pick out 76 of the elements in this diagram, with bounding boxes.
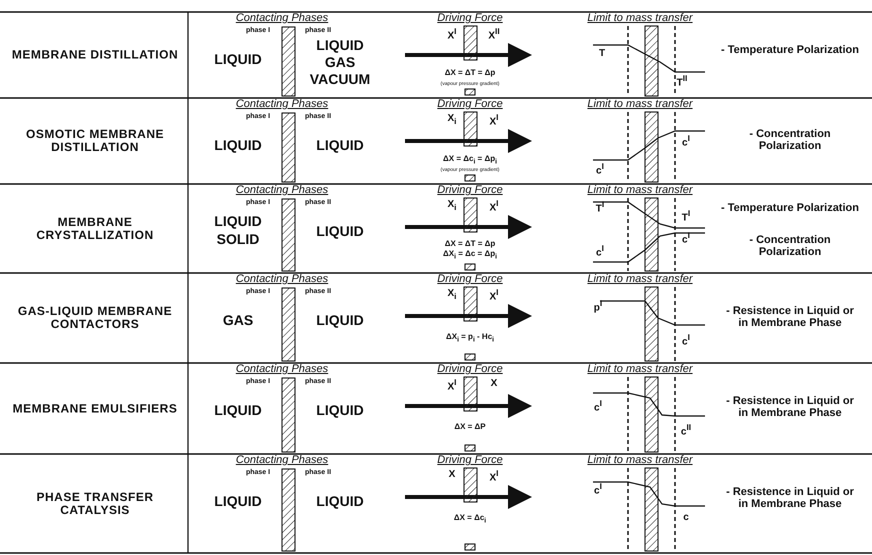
variable-symbol: c$^{I}$	[682, 134, 690, 148]
variable-symbol: X$^{I}$	[490, 469, 498, 484]
limitation-description: - Resistence in Liquid or in Membrane Phase	[725, 486, 855, 510]
column-heading: Contacting Phases	[236, 12, 328, 24]
driving-force-formula: ΔX = Δc$_{i}$	[454, 514, 486, 525]
column-heading: Driving Force	[437, 273, 503, 286]
limitation-description: - Temperature Polarization	[720, 202, 860, 214]
variable-symbol: T$^{I}$	[682, 209, 690, 224]
variable-symbol: c	[683, 512, 689, 523]
driving-force-formula: ΔX = Δc$_{i}$ = Δp$_{i}$	[443, 155, 497, 166]
column-heading: Contacting Phases	[236, 454, 328, 466]
driving-force-formula: ΔX$_{i}$ = Δc = Δp$_{i}$	[443, 250, 497, 261]
row-heading: GAS-LIQUID MEMBRANE CONTACTORS	[16, 304, 174, 332]
driving-force-formula: ΔX$_{i}$ = p$_{i}$ - Hc$_{i}$	[446, 333, 494, 344]
row-heading: MEMBRANE CRYSTALLIZATION	[35, 215, 155, 242]
driving-force-formula: ΔX = ΔP	[454, 423, 486, 432]
variable-symbol: X$_{i}$	[448, 113, 456, 126]
column-heading: Driving Force	[437, 454, 503, 466]
variable-symbol: X$_{i}$	[448, 199, 456, 212]
phase-name: LIQUID	[316, 403, 364, 418]
row-heading: MEMBRANE DISTILLATION	[10, 48, 180, 62]
variable-symbol: c$^{II}$	[680, 423, 692, 438]
phase-name: GAS	[222, 313, 254, 328]
limitation-description: - Concentration Polarization	[748, 128, 832, 152]
phase-name: LIQUID	[214, 214, 262, 230]
column-heading: Limit to mass transfer	[587, 273, 693, 286]
column-heading: Driving Force	[437, 98, 503, 110]
variable-symbol: X$^{I}$	[490, 288, 498, 302]
variable-symbol: X$^{II}$	[488, 27, 500, 42]
limitation-description: - Temperature Polarization	[720, 44, 860, 56]
phase-name: LIQUID	[214, 138, 262, 154]
phase-name: SOLID	[216, 232, 260, 248]
variable-symbol: X$^{I}$	[448, 27, 456, 42]
row-heading: PHASE TRANSFER CATALYSIS	[35, 490, 154, 517]
variable-symbol: c$^{I}$	[682, 333, 690, 348]
variable-symbol: T	[598, 48, 606, 59]
variable-symbol: c$^{I}$	[594, 399, 602, 414]
row-heading: OSMOTIC MEMBRANE DISTILLATION	[25, 128, 165, 154]
phase-name: LIQUID	[316, 494, 364, 510]
variable-symbol: X$_{i}$	[448, 288, 456, 302]
column-heading: Driving Force	[437, 12, 503, 24]
phase-name: LIQUID	[214, 494, 262, 510]
phase-name: GAS	[324, 55, 356, 70]
variable-symbol: X$^{I}$	[490, 113, 498, 128]
variable-symbol: c$^{I}$	[594, 482, 602, 496]
variable-symbol: X	[448, 469, 456, 480]
variable-symbol: X$^{I}$	[490, 199, 498, 214]
column-heading: Contacting Phases	[236, 363, 328, 376]
driving-force-formula: ΔX = ΔT = Δp	[444, 69, 496, 78]
row-heading: MEMBRANE EMULSIFIERS	[12, 402, 178, 416]
driving-force-formula: ΔX = ΔT = Δp	[444, 240, 496, 249]
phase-name: LIQUID	[316, 224, 364, 240]
column-heading: Limit to mass transfer	[587, 12, 693, 24]
phase-name: LIQUID	[316, 138, 364, 154]
column-heading: Contacting Phases	[236, 98, 328, 110]
variable-symbol: T$^{II}$	[676, 74, 688, 88]
limitation-description: - Resistence in Liquid or in Membrane Phase	[725, 394, 855, 420]
phase-name: LIQUID	[316, 38, 364, 54]
column-heading: Limit to mass transfer	[587, 363, 693, 376]
phase-name: LIQUID	[214, 403, 262, 418]
column-heading: Limit to mass transfer	[587, 184, 693, 196]
variable-symbol: c$^{I}$	[596, 162, 604, 176]
phase-name: LIQUID	[214, 52, 262, 68]
column-heading: Limit to mass transfer	[587, 454, 693, 466]
variable-symbol: c$^{I}$	[596, 244, 604, 258]
limitation-description: - Concentration Polarization	[748, 234, 832, 258]
column-heading: Contacting Phases	[236, 273, 328, 286]
column-heading: Contacting Phases	[236, 184, 328, 196]
phase-name: LIQUID	[316, 313, 364, 328]
column-heading: Driving Force	[437, 363, 503, 376]
limitation-description: - Resistence in Liquid or in Membrane Phase	[725, 304, 855, 330]
column-heading: Driving Force	[437, 184, 503, 196]
variable-symbol: X	[490, 378, 498, 389]
variable-symbol: X$^{I}$	[448, 378, 456, 392]
phase-name: VACUUM	[310, 72, 370, 88]
column-heading: Limit to mass transfer	[587, 98, 693, 110]
